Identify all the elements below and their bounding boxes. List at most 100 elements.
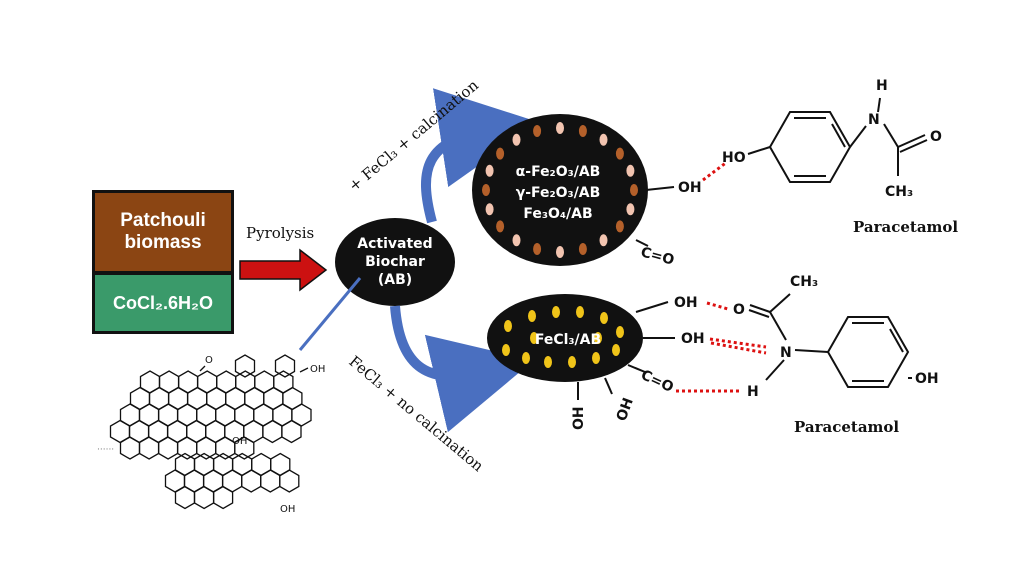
paracetamol-bottom-name: Paracetamol — [794, 418, 899, 436]
aromatic-ring — [157, 436, 179, 460]
structure-cooh-oh: OH — [310, 364, 325, 375]
hbond-top — [702, 160, 728, 182]
lower-oh-br-bond — [604, 377, 613, 395]
biochar-label-line1: Activated — [357, 236, 432, 252]
lower-particle-dots — [502, 306, 624, 368]
iron-oxide-dot — [512, 133, 521, 146]
paracetamol-bottom-structure — [748, 293, 912, 388]
biochar-label-line2: Biochar — [365, 254, 425, 270]
patchouli-biomass-label: Patchouli biomass — [120, 210, 206, 253]
iron-oxide-dot — [578, 125, 587, 137]
paracetamol-top-structure — [747, 97, 928, 183]
fecl3-dot — [592, 352, 600, 364]
patchouli-biomass-box: Patchouli biomass — [92, 190, 234, 274]
fecl3-dot — [502, 344, 510, 356]
fecl3-dot — [528, 310, 536, 322]
aromatic-ring — [119, 436, 141, 460]
upper-particle-dots — [482, 122, 638, 258]
paracetamol-top-ch3: CH₃ — [885, 184, 913, 200]
iron-oxide-dot — [496, 220, 505, 233]
iron-oxide-dot — [599, 133, 608, 146]
biochar-label-line3: (AB) — [378, 272, 412, 288]
iron-oxide-dot — [615, 147, 624, 160]
lower-co-bond — [627, 364, 646, 373]
fecl3-dot — [594, 332, 602, 344]
aromatic-ring — [221, 469, 243, 493]
upper-oh-bond — [645, 186, 675, 191]
fecl3-dot — [600, 312, 608, 324]
hbonds-bottom — [676, 301, 767, 393]
iron-oxide-dot — [533, 243, 542, 255]
structure-connector-line — [298, 277, 362, 351]
upper-oh-label: OH — [678, 180, 702, 196]
paracetamol-bottom-n: N — [780, 345, 792, 361]
structure-oh-bottom: OH — [280, 504, 295, 515]
paracetamol-top-o: O — [930, 129, 942, 145]
iron-oxide-dot — [626, 164, 635, 177]
aromatic-ring — [174, 485, 196, 510]
iron-oxide-dot — [512, 234, 521, 247]
iron-oxide-dot — [578, 243, 587, 255]
fecl3-dot — [504, 320, 512, 332]
upper-phase-2: γ-Fe₂O₃/AB — [516, 185, 601, 201]
fecl3-dot — [552, 306, 560, 318]
iron-oxide-dot — [626, 203, 635, 216]
paracetamol-top-ho: HO — [722, 150, 746, 166]
paracetamol-bottom-o: O — [733, 302, 745, 318]
paracetamol-top-name: Paracetamol — [853, 218, 958, 236]
upper-co-bond — [635, 239, 649, 247]
iron-oxide-dot — [496, 147, 505, 160]
lower-route-arrow — [390, 305, 534, 433]
fecl3-dot — [612, 344, 620, 356]
structure-cho-o: O — [205, 355, 213, 366]
paracetamol-top-n: N — [868, 112, 880, 128]
aromatic-ring — [234, 354, 256, 378]
lower-oh-bottom-right: OH — [614, 396, 637, 424]
lower-oh-bottom-left: OH — [571, 406, 587, 430]
aromatic-ring — [281, 419, 302, 444]
iron-oxide-dot — [630, 184, 638, 196]
fecl3-dot — [522, 352, 530, 364]
aromatic-ring — [212, 485, 234, 510]
fecl3-dot — [568, 356, 576, 368]
aromatic-ring — [241, 469, 262, 493]
iron-oxide-dot — [533, 125, 542, 137]
fecl3-dot — [530, 332, 538, 344]
iron-oxide-dot — [485, 203, 494, 216]
iron-oxide-dot — [599, 234, 608, 247]
cocl2-box: CoCl₂.6H₂O — [92, 272, 234, 334]
lower-particle-label: FeCl₃/AB — [535, 332, 601, 348]
upper-co-label: C=O — [639, 244, 676, 268]
fecl3-dot — [544, 356, 552, 368]
pyrolysis-arrow — [239, 248, 328, 292]
iron-oxide-dot — [482, 184, 490, 196]
iron-oxide-dot — [485, 164, 494, 177]
iron-oxide-dot — [556, 122, 564, 134]
upper-phase-3: Fe₃O₄/AB — [523, 206, 592, 222]
pyrolysis-label: Pyrolysis — [246, 224, 314, 242]
paracetamol-bottom-oh: OH — [915, 371, 939, 387]
paracetamol-top-h: H — [876, 78, 888, 94]
fecl3-dot — [576, 306, 584, 318]
activated-biochar-node — [335, 218, 455, 306]
lower-oh-top-bond — [635, 301, 669, 313]
aromatic-ring — [138, 436, 160, 460]
aromatic-ring — [279, 469, 300, 493]
aromatic-ring — [193, 485, 215, 510]
upper-route-arrow — [421, 88, 540, 224]
lower-oh-mid: OH — [681, 331, 705, 347]
iron-oxide-dot — [615, 220, 624, 233]
lower-co: C=O — [638, 367, 676, 396]
aromatic-ring — [262, 419, 283, 444]
fecl3-dot — [616, 326, 624, 338]
cocl2-label: CoCl₂.6H₂O — [112, 292, 213, 313]
biochar-carbon-structure — [109, 354, 312, 510]
aromatic-ring — [260, 469, 281, 493]
aromatic-ring — [274, 354, 296, 378]
paracetamol-bottom-h: H — [747, 384, 759, 400]
upper-phase-1: α-Fe₂O₃/AB — [516, 164, 601, 180]
upper-iron-oxide-particle — [472, 114, 648, 266]
paracetamol-bottom-ch3: CH₃ — [790, 274, 818, 290]
